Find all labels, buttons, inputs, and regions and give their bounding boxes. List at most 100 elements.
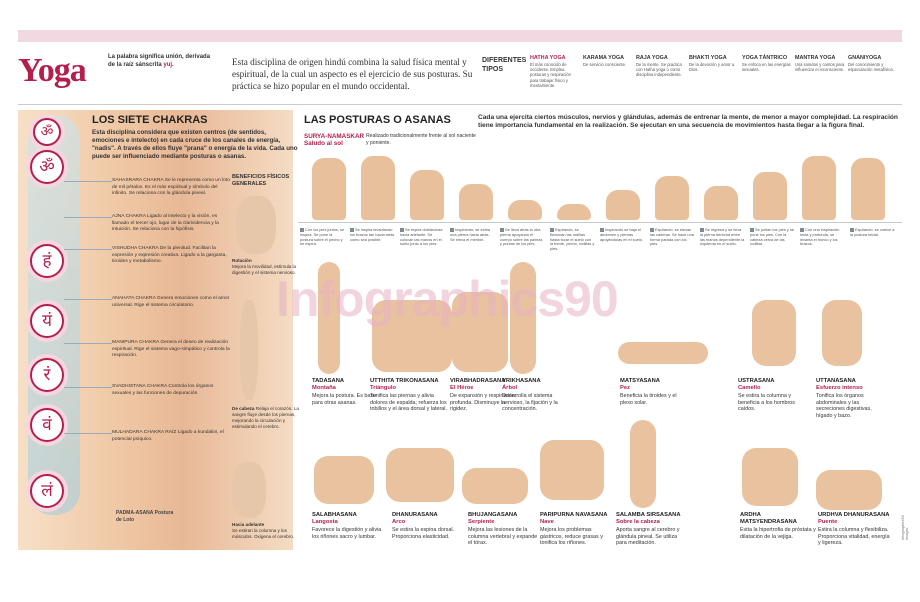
- pose-name: VIRABHADRASANA: [450, 378, 506, 384]
- pose-figure: [452, 292, 508, 372]
- chakras-intro: Esta disciplina considera que existen ce…: [92, 129, 298, 160]
- chakra-leader: [64, 299, 112, 300]
- sequence-step: Inspirando se baja el abdomen y piernas …: [600, 227, 645, 242]
- sequence-step: Inspirando, se estira una pierna hacia a…: [450, 227, 495, 242]
- step-marker: [700, 228, 704, 232]
- sequence-figure: [459, 184, 493, 220]
- yoga-type-desc: De la devoción y amor a Dios.: [689, 62, 735, 73]
- pose-subtitle: El Héroe: [450, 385, 474, 391]
- step-text: Espirando, se vuelve a la postura inicia…: [850, 227, 895, 237]
- yoga-type-desc: Usa sonidos y cantos para influenciar el…: [795, 62, 845, 73]
- yoga-type-name: BHAKTI YOGA: [689, 55, 727, 61]
- pose-figure: [540, 440, 604, 500]
- rotation-figure: [236, 196, 276, 254]
- pose-subtitle: Serpiente: [468, 519, 495, 525]
- step-marker: [450, 228, 454, 232]
- sequence-figure: [508, 200, 542, 220]
- pose-name: UTTHITA TRIKONASANA: [370, 378, 439, 384]
- pose-figure: [372, 300, 452, 372]
- pose-desc: Tonifica los órganos abdominales y las s…: [816, 393, 872, 419]
- pose-desc: Se estira la espina dorsal. Proporciona …: [392, 527, 455, 540]
- chakra-symbol: हं: [30, 244, 64, 278]
- pose-figure: [510, 262, 536, 374]
- sequence-step: Espirando, se elevan las caderas. Se hac…: [650, 227, 695, 247]
- pose-name: SALAMBA SIRSASANA: [616, 512, 681, 518]
- sequence-step: Con una inspiración lenta y profunda, se…: [800, 227, 845, 247]
- sequence-figure: [557, 204, 591, 220]
- definition: La palabra significa unión, derivada de …: [108, 54, 211, 68]
- chakra-leader: [64, 181, 112, 182]
- step-text: Inspirando se baja el abdomen y piernas …: [600, 227, 644, 242]
- step-text: Con una inspiración lenta y profunda, se…: [800, 227, 840, 247]
- step-text: Se lleva atrás la otra pierna apoyando e…: [500, 227, 543, 247]
- pose-subtitle: Langosta: [312, 519, 338, 525]
- pose-subtitle: Pez: [620, 385, 630, 391]
- pose-subtitle: Puente: [818, 519, 838, 525]
- step-text: Se juntan los pies y se pone los pies. C…: [750, 227, 794, 247]
- sequence-figure: [704, 186, 738, 220]
- chakra-symbol: रं: [30, 358, 64, 392]
- benefits-heading: BENEFICIOS FÍSICOS GENERALES: [232, 174, 290, 187]
- sequence-figure: [655, 176, 689, 220]
- sequence-figure: [361, 156, 395, 220]
- step-marker: [300, 228, 304, 232]
- postures-heading: LAS POSTURAS O ASANAS: [304, 114, 451, 126]
- pose-name: DHANURASANA: [392, 512, 438, 518]
- pose-name: UTTANASANA: [816, 378, 856, 384]
- pose-figure: [618, 342, 708, 364]
- chakra-symbol: वं: [30, 408, 64, 442]
- sequence-step: Espirando, se vuelve a la postura inicia…: [850, 227, 895, 238]
- pose-figure: [314, 456, 374, 504]
- pose-name: BHUJANGASANA: [468, 512, 518, 518]
- pose-desc: Desarrolla el sistema nervioso, la fijac…: [502, 393, 558, 412]
- yoga-type-name: MANTRA YOGA: [795, 55, 836, 61]
- types-heading: DIFERENTES TIPOS: [482, 57, 527, 73]
- pose-figure: [318, 262, 340, 374]
- divider: [18, 104, 902, 105]
- pose-name: SALABHASANA: [312, 512, 357, 518]
- postures-intro: Cada una ejercita ciertos músculos, nerv…: [478, 114, 898, 130]
- pose-name: USTRASANA: [738, 378, 775, 384]
- chakra-symbol: ॐ: [30, 150, 64, 184]
- pose-desc: Mejora las lesiones de la columna verteb…: [468, 527, 538, 546]
- headstand-figure: [240, 300, 258, 400]
- surya-sequence: [304, 150, 902, 220]
- chakra-leader: [64, 249, 112, 250]
- intro-text: Esta disciplina de origen hindú combina …: [232, 57, 473, 91]
- step-marker: [600, 228, 604, 232]
- pose-figure: [386, 448, 454, 502]
- chakras-heading: LOS SIETE CHAKRAS: [92, 114, 208, 126]
- yoga-type-desc: Del conocimiento y especulación metafísi…: [848, 62, 894, 73]
- sequence-figure: [410, 170, 444, 220]
- pose-desc: Mejora los problemas gástricos, reduce g…: [540, 527, 603, 546]
- step-marker: [400, 228, 404, 232]
- chakra-symbol: लं: [30, 474, 64, 508]
- pose-desc: Tonifica las piernas y alivia dolores de…: [370, 393, 448, 412]
- step-marker: [550, 228, 554, 232]
- yoga-type-name: HATHA YOGA: [530, 55, 566, 61]
- step-marker: [650, 228, 654, 232]
- pose-desc: Mejora la postura. Es base para otras as…: [312, 393, 377, 406]
- pose-subtitle: Árbol: [502, 385, 518, 391]
- chakra-description: MULHADARA CHAKRA RAÍZ Ligado a kundalini…: [112, 430, 224, 442]
- sequence-step: Espirando, se flexionan las rodillas has…: [550, 227, 595, 252]
- page-title: Yoga: [18, 52, 87, 89]
